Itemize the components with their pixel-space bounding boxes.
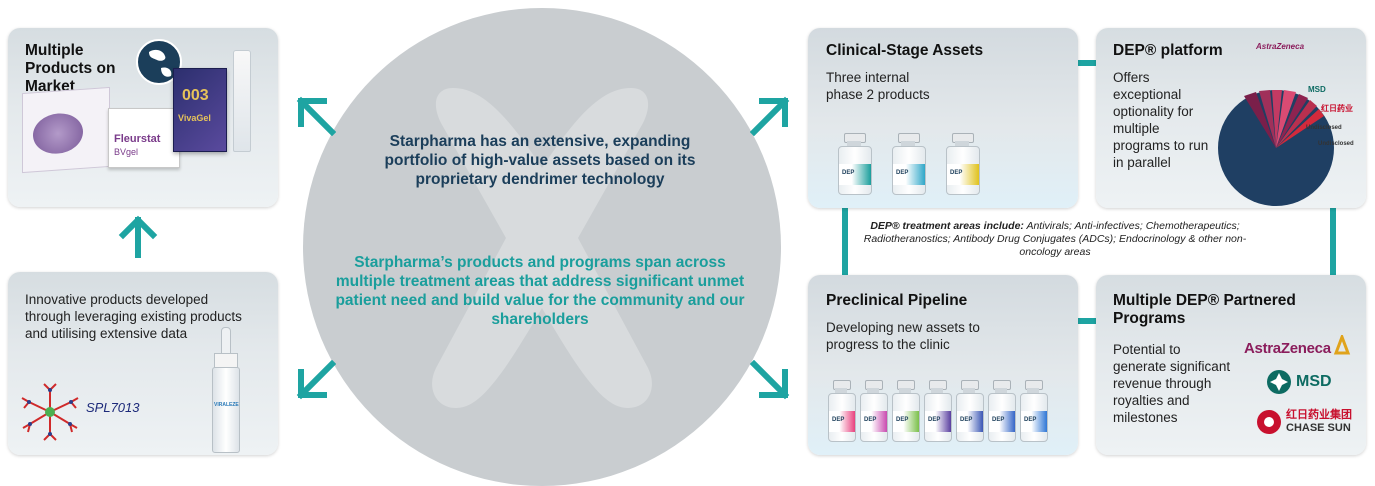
card-preclinical-pipeline: Preclinical Pipeline Developing new asse…	[808, 275, 1078, 455]
dendrimer-molecule-icon	[21, 383, 79, 441]
card-text: Potential to generate significant revenu…	[1113, 342, 1231, 425]
card-title: Clinical-Stage Assets	[826, 42, 984, 59]
card-text: Innovative products developed through le…	[25, 292, 242, 341]
msd-symbol-icon	[1267, 370, 1291, 394]
card-dep-platform: DEP® platform Offers exceptional optiona…	[1096, 28, 1366, 208]
pie-label-undisclosed-2: Undisclosed	[1318, 141, 1354, 147]
card-title: Multiple DEP® Partnered Programs	[1113, 292, 1296, 327]
arrow-up-right-icon	[750, 96, 790, 136]
nasal-spray-bottle	[233, 50, 251, 152]
pie-label-msd: MSD	[1308, 85, 1326, 94]
arrow-up-icon	[118, 215, 158, 258]
center-statement-secondary: Starpharma’s products and programs span …	[335, 254, 745, 328]
card-text: Offers exceptional optionality for multi…	[1113, 70, 1209, 170]
x-watermark-icon	[432, 88, 652, 408]
card-title: Preclinical Pipeline	[826, 292, 968, 309]
card-products-on-market: Multiple Products on Market Fleurstat BV…	[8, 28, 278, 207]
card-partnered-programs: Multiple DEP® Partnered Programs Potenti…	[1096, 275, 1366, 455]
vial: DEP	[1020, 380, 1048, 442]
connector-bottom	[1078, 318, 1096, 324]
pie-label-undisclosed-1: Undisclosed	[1306, 125, 1342, 131]
astrazeneca-logo: AstraZeneca	[1244, 340, 1331, 357]
product-box-fleurstat: Fleurstat BVgel	[108, 108, 180, 168]
product-box-vivagel: 003 VivaGel	[173, 68, 227, 152]
card-text: Three internal phase 2 products	[826, 70, 930, 102]
vial: DEP	[946, 133, 980, 195]
center-statement-primary: Starpharma has an extensive, expanding p…	[384, 133, 696, 188]
card-text: Developing new assets to progress to the…	[826, 320, 980, 352]
note-lead: DEP® treatment areas include:	[870, 220, 1024, 232]
card-title: DEP® platform	[1113, 42, 1223, 59]
globe-asia-pacific-icon	[136, 39, 182, 85]
pie-label-astrazeneca: AstraZeneca	[1256, 42, 1305, 51]
vial: DEP	[892, 380, 920, 442]
card-innovative-products: Innovative products developed through le…	[8, 272, 278, 455]
vial: DEP	[892, 133, 926, 195]
dep-treatment-areas-note: DEP® treatment areas include: Antivirals…	[860, 220, 1250, 259]
chase-sun-symbol-icon	[1257, 410, 1281, 434]
vial: DEP	[860, 380, 888, 442]
connector-right	[1330, 208, 1336, 275]
vial: DEP	[828, 380, 856, 442]
pie-label-hongri: 红日药业	[1321, 104, 1353, 113]
vial: DEP	[988, 380, 1016, 442]
msd-logo: MSD	[1296, 373, 1332, 390]
astrazeneca-symbol-icon	[1333, 335, 1351, 355]
chase-sun-logo: CHASE SUN	[1286, 422, 1351, 434]
center-circle	[303, 8, 781, 486]
connector-left	[842, 208, 848, 275]
card-title: Multiple Products on Market	[25, 42, 116, 95]
arrow-down-left-icon	[296, 360, 336, 400]
vial: DEP	[838, 133, 872, 195]
molecule-label: SPL7013	[86, 400, 140, 415]
card-clinical-stage-assets: Clinical-Stage Assets Three internal pha…	[808, 28, 1078, 208]
partnership-pie-icon	[1218, 90, 1334, 206]
arrow-up-left-icon	[296, 96, 336, 136]
vial: DEP	[924, 380, 952, 442]
connector-top	[1078, 60, 1096, 66]
arrow-down-right-icon	[750, 360, 790, 400]
product-box-light	[22, 86, 110, 174]
chase-sun-chinese-logo: 红日药业集团	[1286, 409, 1352, 421]
note-body: Antivirals; Anti-infectives; Chemotherap…	[863, 220, 1247, 258]
viraleze-spray: VIRALEZE	[212, 327, 240, 453]
vial: DEP	[956, 380, 984, 442]
